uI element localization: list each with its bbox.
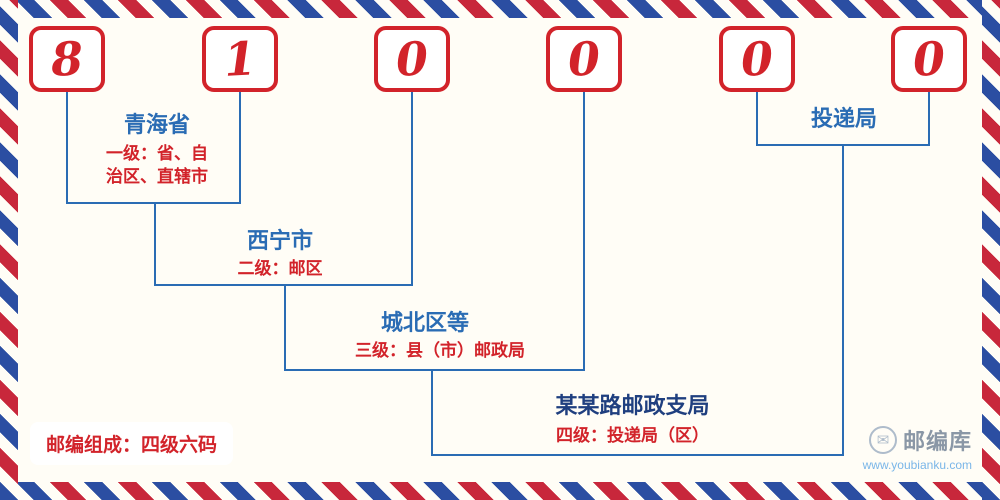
province-name: 青海省 bbox=[123, 112, 190, 137]
digit-box-3: 0 bbox=[374, 26, 450, 92]
branch-desc: 四级：投递局（区） bbox=[556, 426, 709, 445]
digit-box-5: 0 bbox=[719, 26, 795, 92]
digit-6: 0 bbox=[911, 31, 947, 87]
district-name: 城北区等 bbox=[380, 310, 469, 335]
province-desc-line2: 治区、直辖市 bbox=[106, 166, 208, 186]
composition-badge: 邮编组成：四级六码 bbox=[30, 422, 234, 465]
delivery-name: 投递局 bbox=[810, 106, 877, 131]
digit-5: 0 bbox=[739, 31, 775, 87]
city-desc: 二级：邮区 bbox=[237, 259, 323, 278]
logo-row: ✉ 邮编库 bbox=[868, 424, 972, 456]
branch-name: 某某路邮政支局 bbox=[555, 393, 710, 418]
digit-box-6: 0 bbox=[891, 26, 967, 92]
airmail-border-right bbox=[982, 0, 1000, 500]
airmail-border-top bbox=[0, 0, 1000, 18]
digit-4: 0 bbox=[566, 31, 602, 87]
digit-box-4: 0 bbox=[546, 26, 622, 92]
digit-box-2: 1 bbox=[202, 26, 278, 92]
district-desc: 三级：县（市）邮政局 bbox=[355, 341, 525, 360]
digit-1: 8 bbox=[49, 31, 85, 87]
envelope-circle-icon: ✉ bbox=[868, 426, 897, 454]
youbianku-logo[interactable]: ✉ 邮编库 www.youbianku.com bbox=[863, 424, 972, 472]
city-name: 西宁市 bbox=[246, 228, 313, 253]
digit-2: 1 bbox=[222, 31, 258, 87]
province-desc-line1: 一级：省、自 bbox=[106, 144, 208, 163]
logo-url[interactable]: www.youbianku.com bbox=[862, 458, 972, 472]
digit-box-1: 8 bbox=[29, 26, 105, 92]
airmail-border-bottom bbox=[0, 482, 1000, 500]
digit-3: 0 bbox=[394, 31, 430, 87]
airmail-border-left bbox=[0, 0, 18, 500]
province-desc: 一级：省、自 治区、直辖市 bbox=[72, 143, 242, 189]
logo-name: 邮编库 bbox=[902, 429, 972, 454]
